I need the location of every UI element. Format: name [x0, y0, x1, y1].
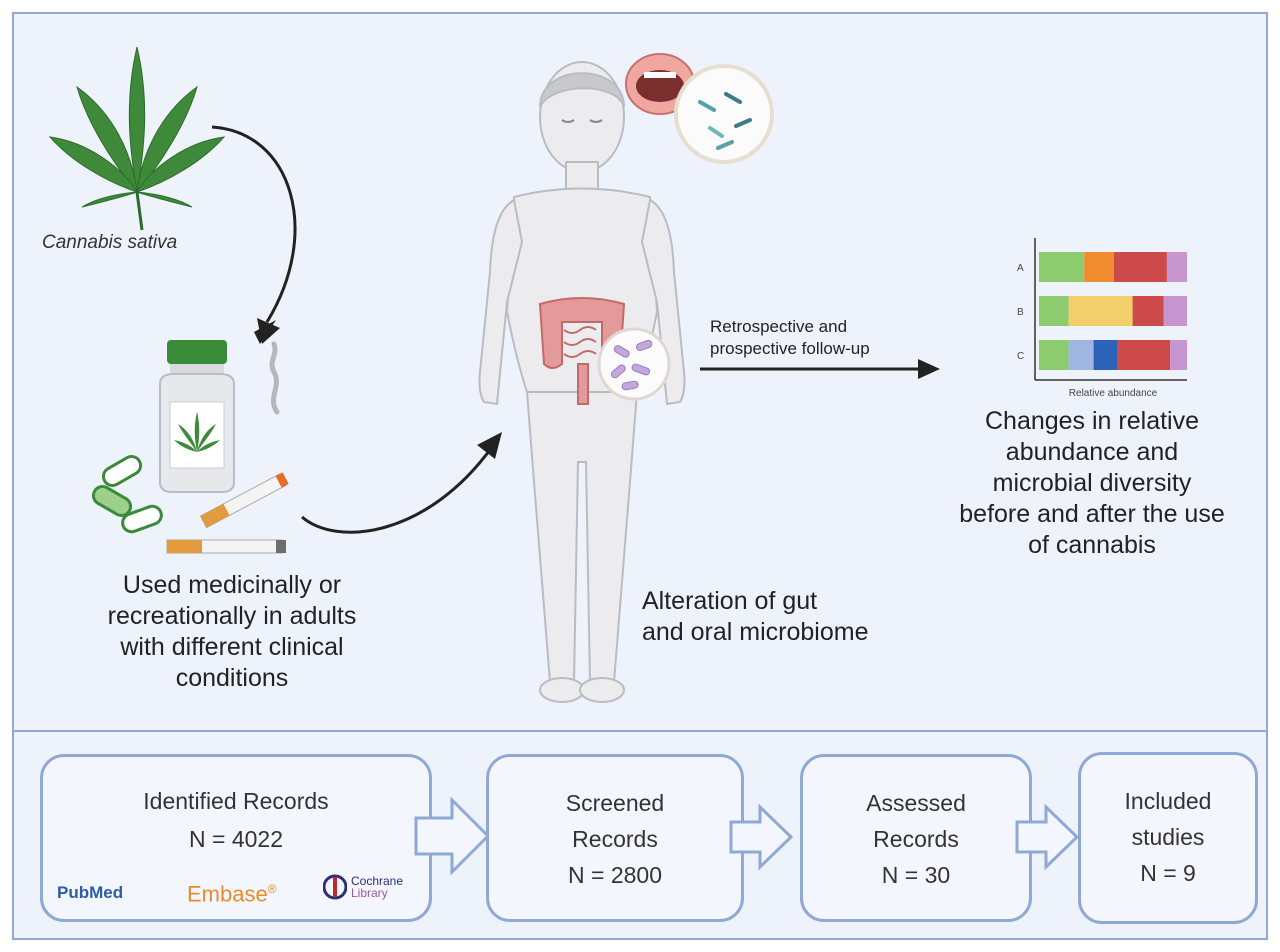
- usage-caption-line: conditions: [175, 664, 289, 692]
- screened-records-title-line: Screened: [565, 790, 665, 816]
- screened-records-box: Screened Records N = 2800: [486, 754, 744, 922]
- chart-bar-segment: [1068, 340, 1094, 370]
- usage-caption-line: recreationally in adults: [107, 602, 357, 630]
- chart-bar-segment: [1132, 296, 1164, 326]
- usage-caption-line: with different clinical: [120, 633, 344, 661]
- changes-caption-line: before and after the use: [959, 500, 1225, 528]
- identified-records-count: N = 4022: [189, 826, 283, 852]
- changes-caption-line: Changes in relative: [984, 407, 1199, 435]
- chart-bar-segment: [1163, 296, 1187, 326]
- flow-panel: Identified Records N = 4022 PubMed Embas…: [12, 732, 1268, 940]
- flow-arrow-icon: [1015, 804, 1080, 870]
- assessed-records-box: Assessed Records N = 30: [800, 754, 1032, 922]
- panel-divider: [12, 730, 1268, 732]
- plant-label: Cannabis sativa: [42, 232, 178, 253]
- included-studies-title-line: Included: [1124, 788, 1212, 814]
- followup-label: Retrospective and prospective follow-up: [710, 316, 870, 360]
- curved-arrow-icon: [211, 125, 297, 344]
- changes-caption-line: abundance and: [1005, 438, 1179, 466]
- chart-bar-segment: [1113, 252, 1167, 282]
- followup-label-line: prospective follow-up: [710, 339, 870, 358]
- cochrane-logo-line: Cochrane: [351, 874, 404, 888]
- flow-arrow-icon: [414, 796, 491, 876]
- cannabis-products-icon: [91, 340, 289, 554]
- cochrane-logo: Cochrane Library: [351, 875, 403, 899]
- chart-row-label: A: [1017, 263, 1024, 274]
- embase-logo-text: Embase: [187, 881, 268, 907]
- changes-caption-line: of cannabis: [1028, 531, 1156, 559]
- identified-records-box: Identified Records N = 4022 PubMed Embas…: [40, 754, 432, 922]
- chart-bar-segment: [1068, 296, 1133, 326]
- cannabis-leaf-icon: [48, 46, 226, 231]
- cochrane-logo-icon: [323, 874, 347, 900]
- usage-caption-line: Used medicinally or: [122, 571, 342, 599]
- screened-records-title-line: Records: [572, 826, 658, 852]
- chart-row-label: B: [1017, 307, 1024, 318]
- followup-label-line: Retrospective and: [710, 317, 848, 336]
- gut-microbiome-icon: [597, 327, 671, 401]
- relative-abundance-chart: A B C Relative abundance: [1017, 238, 1187, 399]
- pubmed-logo: PubMed: [57, 883, 124, 902]
- curved-arrow-to-body-icon: [301, 432, 502, 534]
- assessed-records-count: N = 30: [881, 862, 951, 888]
- followup-arrow-icon: [700, 359, 940, 379]
- chart-bar-segment: [1117, 340, 1171, 370]
- usage-caption: Used medicinally or recreationally in ad…: [72, 570, 392, 694]
- human-body-icon: [478, 61, 686, 703]
- included-studies-count: N = 9: [1140, 860, 1196, 886]
- chart-bar-segment: [1084, 252, 1114, 282]
- alteration-caption: Alteration of gut and oral microbiome: [642, 586, 922, 648]
- screened-records-count: N = 2800: [568, 862, 662, 888]
- chart-bar-segment: [1166, 252, 1187, 282]
- flow-arrow-icon: [729, 804, 794, 870]
- chart-bar-segment: [1039, 296, 1069, 326]
- changes-caption: Changes in relative abundance and microb…: [942, 406, 1242, 561]
- alteration-caption-line: and oral microbiome: [642, 618, 869, 646]
- chart-bar-segment: [1170, 340, 1187, 370]
- assessed-records-title-line: Records: [873, 826, 959, 852]
- identified-records-title: Identified Records: [143, 788, 329, 814]
- chart-bar-segment: [1093, 340, 1117, 370]
- embase-registered-mark: ®: [267, 882, 277, 896]
- oral-microbiome-icon: [625, 53, 774, 164]
- chart-x-label: Relative abundance: [1069, 388, 1158, 399]
- top-panel: Cannabis sativa: [12, 12, 1268, 730]
- alteration-caption-line: Alteration of gut: [642, 587, 818, 615]
- assessed-records-title-line: Assessed: [866, 790, 966, 816]
- cochrane-logo-line: Library: [351, 886, 388, 900]
- changes-caption-line: microbial diversity: [992, 469, 1192, 497]
- chart-bar-segment: [1039, 252, 1085, 282]
- included-studies-box: Included studies N = 9: [1078, 752, 1258, 924]
- embase-logo: Embase®: [187, 871, 277, 912]
- chart-row-label: C: [1017, 351, 1024, 362]
- chart-bar-segment: [1039, 340, 1069, 370]
- included-studies-title-line: studies: [1131, 824, 1205, 850]
